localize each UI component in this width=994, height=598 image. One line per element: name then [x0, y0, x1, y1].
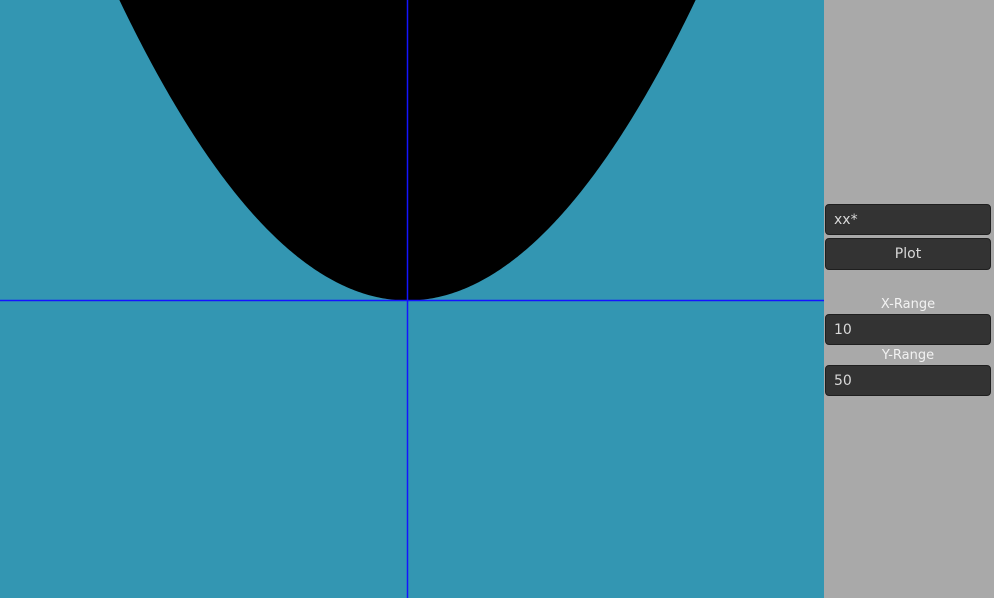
expression-input[interactable]	[825, 204, 991, 235]
control-panel: Plot X-Range Y-Range	[824, 0, 994, 598]
plot-canvas[interactable]	[0, 0, 824, 598]
x-range-label: X-Range	[880, 297, 936, 312]
y-range-input[interactable]	[825, 365, 991, 396]
x-range-input[interactable]	[825, 314, 991, 345]
y-range-label: Y-Range	[881, 348, 935, 363]
plot-svg	[0, 0, 824, 598]
plot-button[interactable]: Plot	[825, 238, 991, 270]
